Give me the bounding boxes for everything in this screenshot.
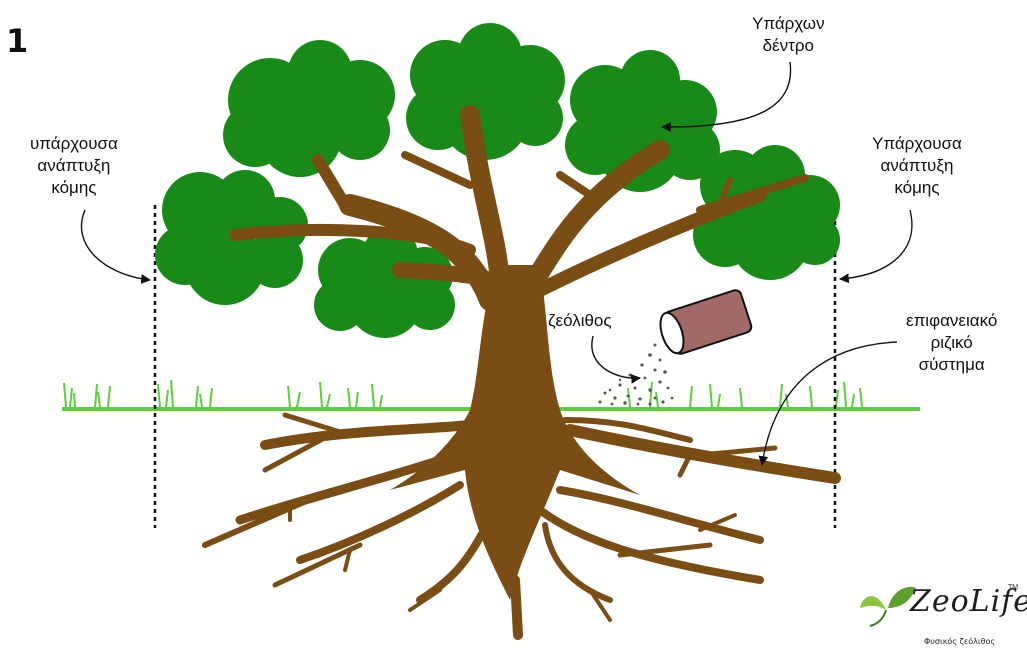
label-line: σύστημα [918, 355, 985, 374]
arrow-existing-tree [661, 61, 792, 132]
logo-name: ZeoLife [910, 584, 1027, 619]
root-system [202, 412, 841, 640]
zeolite-bucket [659, 289, 753, 355]
foliage-cluster-left [155, 170, 308, 305]
foliage-cluster-top-left [223, 40, 395, 177]
foliage-cluster-lower-center [314, 227, 455, 338]
logo-subtitle: Φυσικός ζεόλιθος [924, 637, 996, 646]
arrow-canopy-right [839, 209, 913, 284]
label-line: ανάπτυξη [880, 156, 954, 175]
zeolite-granules [598, 343, 674, 406]
foliage-cluster-top-center [406, 23, 565, 160]
leaf-icon [860, 586, 916, 627]
label-line: ριζικό [930, 333, 973, 352]
label-existing-tree: Υπάρχων δέντρο [752, 13, 825, 57]
step-number: 1 [6, 22, 29, 60]
label-canopy-left: υπάρχουσα ανάπτυξη κόμης [30, 133, 118, 199]
label-line: ανάπτυξη [37, 156, 111, 175]
zeolife-logo: ZeoLife TM Φυσικός ζεόλιθος [858, 578, 1027, 650]
label-line: κόμης [51, 178, 97, 197]
tree-trunk [229, 105, 809, 600]
arrow-canopy-left [80, 209, 151, 284]
arrow-zeolite [591, 335, 641, 384]
label-line: δέντρο [762, 36, 814, 55]
label-canopy-right: Υπάρχουσα ανάπτυξη κόμης [872, 133, 962, 199]
annotation-arrows [80, 61, 913, 466]
label-line: Υπάρχων [752, 14, 825, 33]
label-line: επιφανειακό [906, 311, 998, 330]
label-zeolite: ζεόλιθος [548, 311, 612, 330]
label-root-system: επιφανειακό ριζικό σύστημα [906, 310, 997, 376]
logo-tm: TM [1008, 584, 1019, 591]
label-line: Υπάρχουσα [872, 134, 962, 153]
arrow-root-system [758, 341, 898, 466]
grass-tufts [63, 379, 863, 408]
label-line: υπάρχουσα [30, 134, 118, 153]
label-line: κόμης [894, 178, 940, 197]
